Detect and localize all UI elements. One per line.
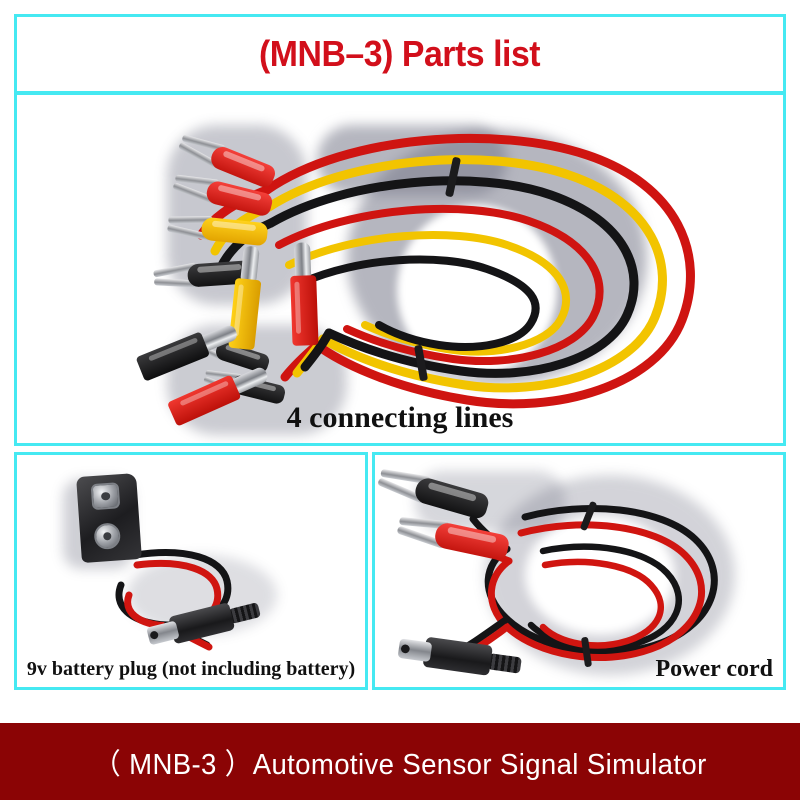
title-box: (MNB–3) Parts list (14, 14, 786, 94)
product-name-text: （ MNB-3 ）Automotive Sensor Signal Simula… (93, 748, 707, 781)
battery-snap-stud (90, 482, 121, 511)
cable-bundle-svg (196, 133, 695, 409)
product-name-banner: （ MNB-3 ）Automotive Sensor Signal Simula… (0, 723, 800, 800)
photo-power-cord (375, 455, 783, 687)
photo-battery-plug (17, 455, 365, 687)
caption-power-cord: Power cord (655, 656, 773, 682)
panel-connecting-lines: 4 connecting lines (14, 92, 786, 446)
battery-snap-stud (93, 522, 122, 551)
caption-connecting-lines: 4 connecting lines (286, 401, 514, 434)
page-title: (MNB–3) Parts list (259, 33, 541, 74)
battery-snap-connector (76, 473, 142, 563)
battery-wires-svg (115, 549, 232, 651)
panel-power-cord: Power cord (372, 452, 786, 690)
panel-battery-plug: 9v battery plug (not including battery) (14, 452, 368, 690)
caption-battery-plug: 9v battery plug (not including battery) (26, 658, 356, 680)
photo-connecting-lines (17, 95, 783, 443)
